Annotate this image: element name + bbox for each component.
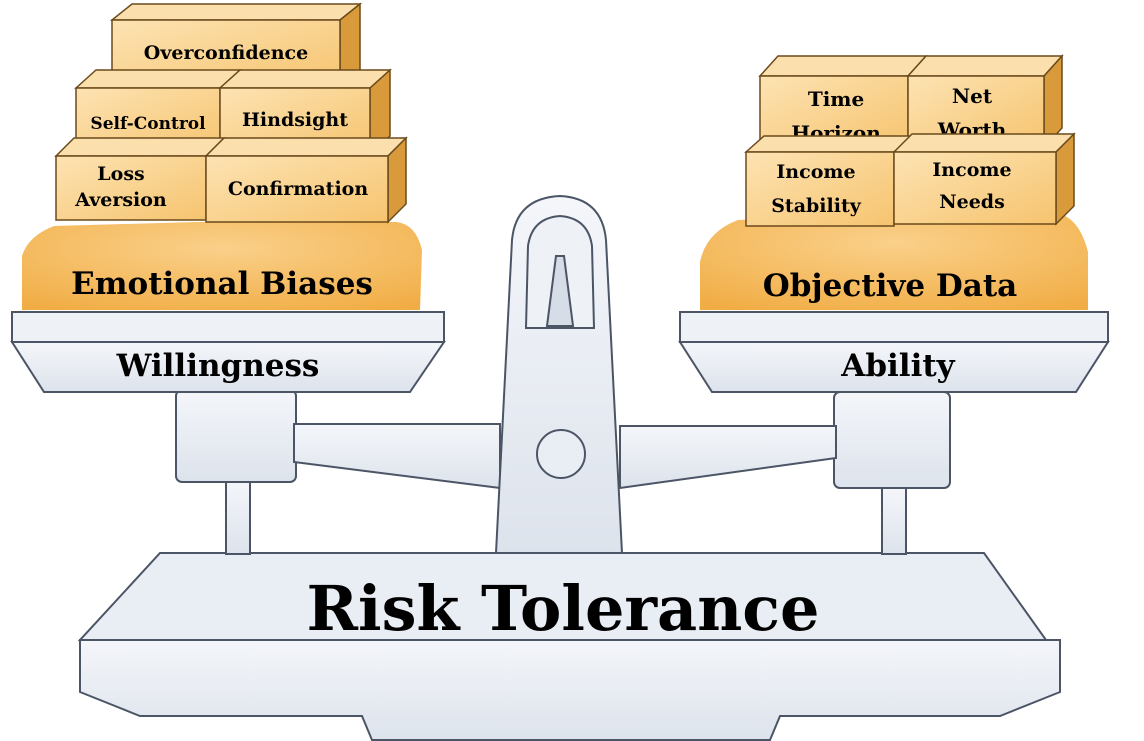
block-time-horizon: Time Horizon — [758, 55, 928, 149]
left-pan-label: Willingness — [116, 348, 320, 384]
right-pan: Ability — [678, 311, 1110, 393]
block-overconfidence-label: Overconfidence — [144, 42, 308, 64]
scale-beam — [293, 423, 837, 490]
right-support — [833, 391, 951, 555]
block-self-control-label: Self-Control — [90, 114, 206, 134]
block-income-stability-line2: Stability — [771, 195, 862, 217]
block-loss-aversion-line1: Loss — [97, 163, 144, 185]
block-net-worth-line1: Net — [952, 84, 993, 108]
left-support — [175, 389, 297, 555]
block-loss-aversion: Loss Aversion — [54, 137, 226, 221]
left-pile-label: Emotional Biases — [71, 266, 373, 302]
block-income-needs: Income Needs — [892, 132, 1076, 226]
block-time-horizon-line1: Time — [808, 87, 864, 111]
block-income-needs-line2: Needs — [939, 191, 1005, 213]
scale-base: Risk Tolerance — [77, 552, 1061, 741]
block-confirmation: Confirmation — [204, 136, 408, 224]
block-income-stability-line1: Income — [776, 161, 855, 183]
block-hindsight-label: Hindsight — [242, 109, 348, 131]
right-pan-label: Ability — [840, 348, 955, 384]
left-pan: Willingness — [10, 311, 446, 393]
center-post — [494, 194, 624, 554]
block-loss-aversion-line2: Aversion — [74, 189, 167, 211]
pivot-circle — [536, 429, 586, 479]
left-pile: Emotional Biases — [22, 222, 422, 310]
block-income-stability: Income Stability — [744, 135, 914, 227]
block-income-needs-line1: Income — [932, 159, 1011, 181]
base-label: Risk Tolerance — [306, 572, 819, 645]
right-pile: Objective Data — [700, 214, 1088, 310]
right-pile-label: Objective Data — [763, 268, 1018, 304]
block-confirmation-label: Confirmation — [228, 178, 369, 200]
